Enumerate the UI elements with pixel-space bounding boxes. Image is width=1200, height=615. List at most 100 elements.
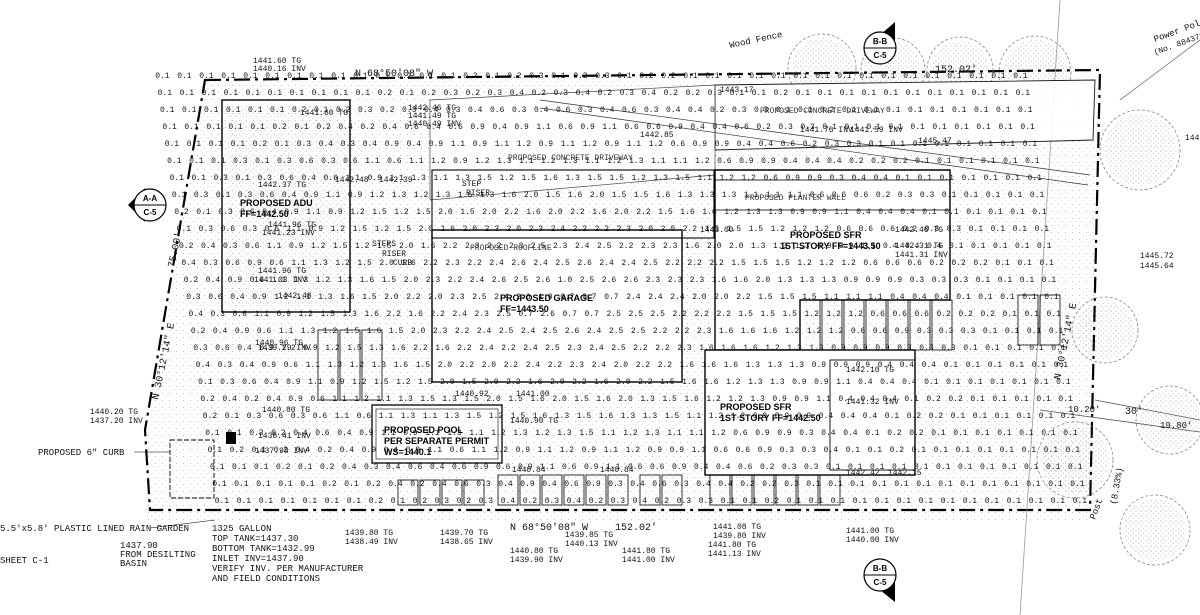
spot-elevation: 1.1 — [834, 208, 849, 217]
bottom-distance: 152.02' — [615, 522, 657, 534]
spot-elevation: 0.2 — [664, 89, 679, 98]
spot-elevation: 0.1 — [944, 361, 959, 370]
spot-elevation: 1.6 — [360, 276, 375, 285]
spot-elevation: 0.3 — [358, 106, 373, 115]
spot-elevation: 1.3 — [313, 259, 328, 268]
spot-elevation: 0.3 — [529, 72, 544, 81]
spot-elevation: 2.4 — [648, 293, 663, 302]
spot-elevation: 2.0 — [486, 395, 501, 404]
spot-elevation: 1.3 — [629, 157, 644, 166]
spot-elevation: 2.3 — [570, 361, 585, 370]
spot-elevation: 0.1 — [897, 497, 912, 506]
spot-elevation: 0.2 — [893, 157, 908, 166]
section-bb-top-label: B-B — [873, 37, 887, 46]
spot-elevation: 0.1 — [934, 446, 949, 455]
spot-elevation: 1.6 — [533, 412, 548, 421]
spot-elevation: 2.4 — [575, 242, 590, 251]
spot-elevation: 1.2 — [354, 395, 369, 404]
spot-elevation: 2.3 — [529, 225, 544, 234]
elevation-callout: 1443.00 — [700, 226, 734, 235]
spot-elevation: 0.3 — [554, 89, 569, 98]
spot-elevation: 0.1 — [940, 174, 955, 183]
spot-elevation: 1.2 — [695, 157, 710, 166]
spot-elevation: 0.3 — [595, 72, 610, 81]
spot-elevation: 1.3 — [294, 276, 309, 285]
spot-elevation: 0.1 — [743, 497, 758, 506]
spot-elevation: 0.3 — [218, 361, 233, 370]
spot-elevation: 0.1 — [1032, 361, 1047, 370]
spot-elevation: 1.6 — [401, 259, 416, 268]
spot-elevation: 1.3 — [343, 310, 358, 319]
spot-elevation: 0.1 — [993, 242, 1008, 251]
spot-elevation: 0.1 — [391, 497, 406, 506]
spot-elevation: 0.4 — [759, 140, 774, 149]
spot-elevation: 0.1 — [928, 89, 943, 98]
spot-elevation: 1.5 — [511, 412, 526, 421]
spot-elevation: 0.1 — [918, 174, 933, 183]
spot-elevation: 0.2 — [244, 395, 259, 404]
spot-elevation: 0.4 — [912, 293, 927, 302]
spot-elevation: 1.1 — [861, 242, 876, 251]
riser-label: RISER — [382, 250, 406, 259]
spot-elevation: 0.4 — [883, 242, 898, 251]
spot-elevation: 2.4 — [521, 327, 536, 336]
spot-elevation: 0.2 — [740, 480, 755, 489]
spot-elevation: 0.2 — [397, 72, 412, 81]
sheet-ref: SHEET C-1 — [0, 556, 49, 566]
spot-elevation: 1.5 — [610, 174, 625, 183]
spot-elevation: 1.6 — [592, 208, 607, 217]
spot-elevation: 0.3 — [238, 191, 253, 200]
spot-elevation: 0.1 — [1041, 429, 1056, 438]
spot-elevation: 0.9 — [228, 276, 243, 285]
spot-elevation: 2.4 — [494, 293, 509, 302]
elevation-callout: 1441.80 TG — [622, 547, 670, 556]
spot-elevation: 0.6 — [269, 259, 284, 268]
spot-elevation: 1.5 — [522, 174, 537, 183]
garage-building — [431, 229, 683, 383]
spot-elevation: 0.1 — [202, 89, 217, 98]
spot-elevation: 1.1 — [332, 395, 347, 404]
spot-elevation: 0.1 — [963, 497, 978, 506]
spot-elevation: 0.1 — [1048, 480, 1063, 489]
spot-elevation: 0.1 — [216, 191, 231, 200]
spot-elevation: 0.1 — [287, 72, 302, 81]
spot-elevation: 0.1 — [991, 72, 1006, 81]
spot-elevation: 0.2 — [762, 480, 777, 489]
spot-elevation: 0.4 — [266, 395, 281, 404]
spot-elevation: 0.3 — [847, 140, 862, 149]
spot-elevation: 0.1 — [1010, 208, 1025, 217]
spot-elevation: 0.3 — [220, 378, 235, 387]
spot-elevation: 2.5 — [555, 259, 570, 268]
spot-elevation: 0.6 — [215, 344, 230, 353]
spot-elevation: 1.5 — [372, 208, 387, 217]
elevation-callout: 1441.03 INV — [254, 276, 307, 285]
spot-elevation: 0.1 — [187, 140, 202, 149]
spot-elevation: 0.6 — [832, 191, 847, 200]
spot-elevation: 1.5 — [462, 378, 477, 387]
spot-elevation: 0.3 — [249, 429, 264, 438]
spot-elevation: 2.2 — [572, 378, 587, 387]
adu-label: PROPOSED ADU — [240, 198, 313, 208]
spot-elevation: 0.9 — [834, 361, 849, 370]
spot-elevation: 0.9 — [470, 123, 485, 132]
spot-elevation: 0.9 — [277, 310, 292, 319]
spot-elevation: 0.1 — [896, 174, 911, 183]
spot-elevation: 0.1 — [1073, 497, 1088, 506]
spot-elevation: 1.1 — [692, 446, 707, 455]
spot-elevation: 1.3 — [768, 208, 783, 217]
spot-elevation: 1.1 — [279, 327, 294, 336]
spot-elevation: 1.1 — [267, 242, 282, 251]
spot-elevation: 0.1 — [1036, 395, 1051, 404]
spot-elevation: 0.1 — [485, 72, 500, 81]
spot-elevation: 2.3 — [485, 225, 500, 234]
spot-elevation: 0.4 — [874, 174, 889, 183]
spot-elevation: 2.0 — [482, 208, 497, 217]
spot-elevation: 0.1 — [182, 106, 197, 115]
spot-elevation: 0.1 — [891, 140, 906, 149]
spot-elevation: 0.2 — [710, 106, 725, 115]
spot-elevation: 1.1 — [365, 157, 380, 166]
spot-elevation: 0.9 — [648, 446, 663, 455]
spot-elevation: 0.1 — [1051, 497, 1066, 506]
spot-elevation: 1.1 — [689, 429, 704, 438]
spot-elevation: 0.9 — [761, 157, 776, 166]
